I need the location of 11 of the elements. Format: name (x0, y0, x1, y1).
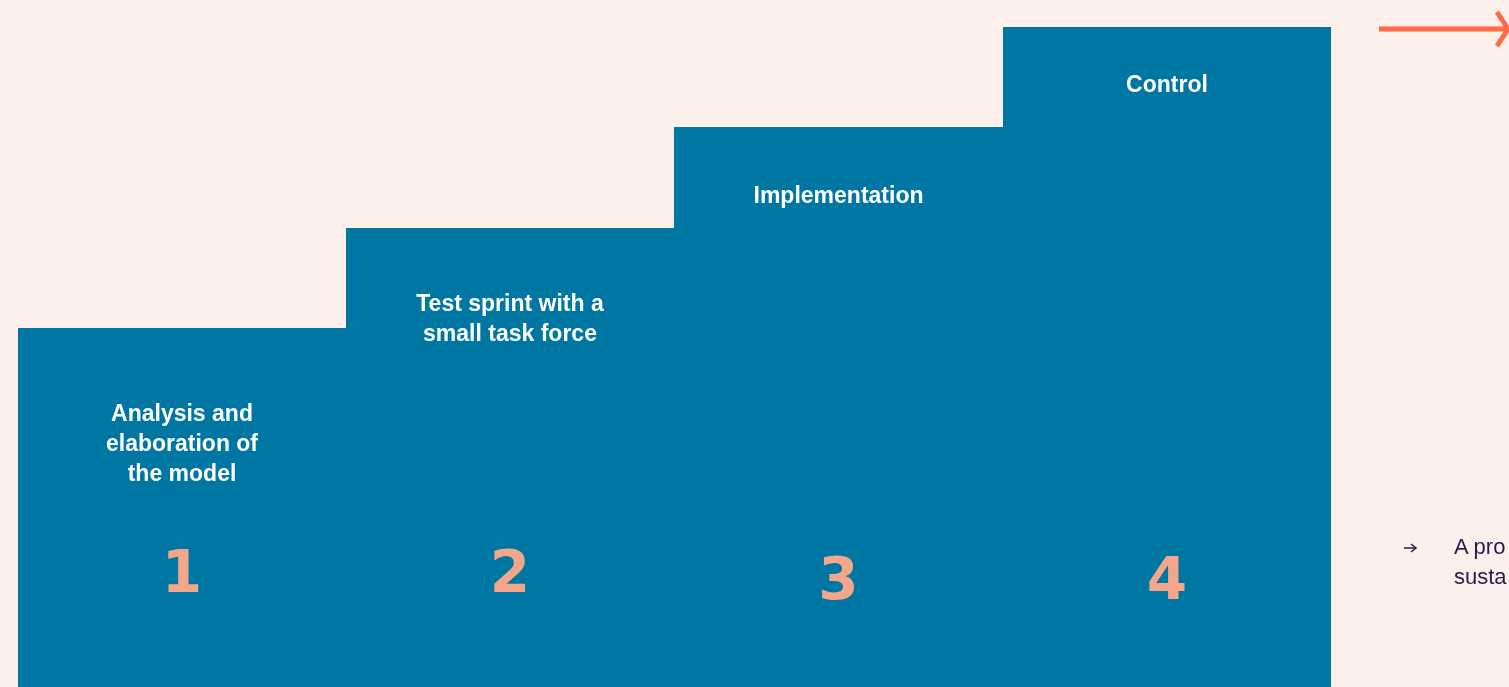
step-number: 3 (817, 547, 860, 611)
step-title: Control (1125, 70, 1209, 99)
step-number: 1 (160, 540, 204, 604)
note-text: A pro susta (1454, 533, 1508, 591)
step-block (1003, 27, 1331, 687)
step-title: Test sprint with a small task force (415, 289, 605, 348)
step-number: 4 (1145, 547, 1189, 611)
step-number: 2 (488, 540, 532, 604)
step-title: Implementation (752, 181, 925, 210)
step-title: Analysis and elaboration of the model (104, 399, 260, 488)
step-block (18, 328, 346, 687)
